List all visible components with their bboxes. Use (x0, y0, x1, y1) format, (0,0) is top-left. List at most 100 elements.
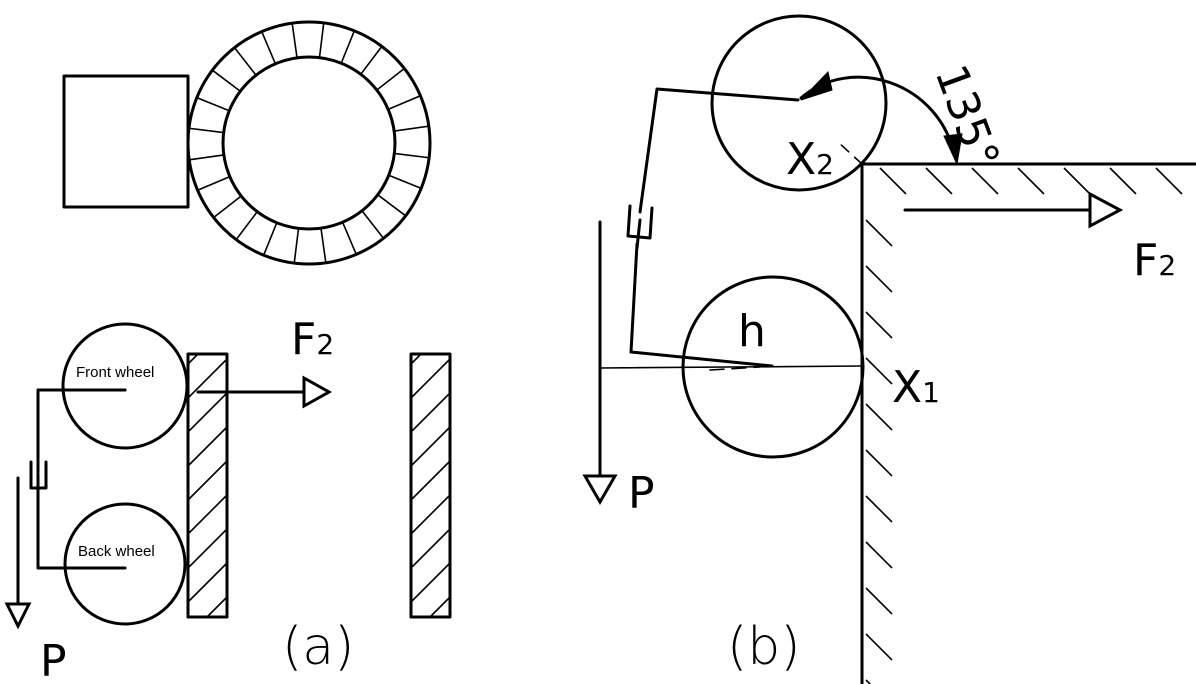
tread-segment (189, 154, 224, 161)
hatch-line (1109, 167, 1137, 195)
height-dash (709, 366, 761, 371)
angle-arrowhead-end (943, 133, 963, 166)
reference-line (599, 365, 863, 369)
hatch-line (865, 357, 893, 385)
tread-segment (188, 127, 224, 134)
tread-segment (318, 22, 325, 58)
load-arrowhead (4, 602, 32, 630)
hatch-line (865, 679, 872, 684)
height-label: h (738, 306, 766, 357)
tread-segment (376, 67, 405, 91)
x2-symbol: X (786, 134, 816, 185)
tread-segment (235, 211, 258, 241)
damper-symbol (29, 460, 48, 500)
load-arrowhead-b (582, 474, 618, 506)
wall-right (409, 352, 452, 619)
hatch-line (865, 311, 893, 339)
contact-line (837, 141, 863, 165)
tread-segment (387, 94, 421, 111)
x2-subscript: 2 (816, 148, 834, 181)
tread-segment (213, 195, 242, 219)
force-symbol: F (291, 314, 316, 365)
tread-segment (377, 194, 407, 217)
hatch-line (187, 358, 228, 399)
hatch-line (187, 426, 228, 467)
body-square (62, 74, 190, 209)
panel-a: Front wheel Back wheel F2 P (a) (4, 314, 452, 684)
force-f2-arrowhead (302, 375, 333, 409)
upper-wheel (710, 14, 888, 192)
tread-segment (260, 31, 277, 65)
hatch-line (410, 562, 451, 603)
hatch-line (865, 265, 893, 293)
force-f2-label-b: F2 (1133, 235, 1176, 286)
tyre-tread-segments (188, 22, 430, 264)
force-f2-arrowhead-b (1088, 191, 1124, 229)
hatch-line (971, 167, 999, 195)
hatch-line (410, 528, 451, 569)
angle-arrowhead-start (800, 70, 833, 101)
tread-segment (211, 69, 241, 92)
hatch-line (865, 587, 893, 615)
tread-segment (293, 228, 300, 264)
tread-segment (197, 175, 231, 192)
force-subscript: 2 (316, 328, 334, 361)
tread-segment (291, 23, 298, 58)
hatch-line (187, 460, 228, 501)
x1-subscript: 1 (922, 376, 940, 409)
front-wheel (61, 322, 189, 450)
back-wheel (63, 502, 187, 626)
step-hatching (865, 167, 1183, 684)
hatch-line (187, 528, 228, 569)
hatch-line (1063, 167, 1091, 195)
hatch-line (865, 541, 893, 569)
hatch-line (1155, 167, 1183, 195)
load-label-b: P (628, 468, 655, 519)
tread-segment (233, 47, 257, 76)
hatch-line (187, 353, 199, 365)
front-wheel-label: Front wheel (76, 364, 154, 381)
caption-b: (b) (727, 617, 801, 677)
panel-b: h X1 X2 135° F2 P (b) (582, 14, 1196, 684)
hatch-line (925, 167, 953, 195)
tread-segment (262, 222, 278, 256)
hatch-line (410, 460, 451, 501)
x1-symbol: X (892, 362, 922, 413)
hatch-line (410, 392, 451, 433)
top-view-assembly (62, 20, 432, 266)
tread-segment (320, 228, 327, 263)
wall-left-hatching (187, 353, 228, 618)
tread-segment (340, 30, 356, 64)
tread-segment (394, 125, 429, 132)
tread-segment (360, 45, 383, 75)
hatch-line (865, 633, 893, 661)
force-f2-label-a: F2 (291, 314, 334, 365)
wall-right-hatching (410, 353, 451, 618)
tread-segment (196, 96, 230, 112)
hatch-line (879, 167, 907, 195)
tyre-outer-ring (186, 20, 432, 266)
tread-segment (388, 174, 422, 190)
hatch-line (410, 358, 451, 399)
tread-segment (394, 152, 430, 159)
load-label-a: P (40, 636, 67, 684)
hatch-line (187, 562, 228, 603)
force-subscript-b: 2 (1158, 249, 1176, 282)
damper-symbol-b (626, 204, 654, 250)
contact-x1-label: X1 (892, 362, 940, 413)
frame-linkage-path (36, 388, 127, 570)
contact-x2-label: X2 (786, 134, 834, 185)
hatch-line (865, 403, 893, 431)
hatch-line (429, 596, 451, 618)
tread-segment (361, 210, 385, 239)
hatch-line (865, 219, 893, 247)
back-wheel-label: Back wheel (78, 543, 155, 560)
hatch-line (410, 353, 422, 365)
frame-linkage-b (629, 87, 800, 368)
tread-segment (341, 221, 358, 255)
hatch-line (865, 449, 893, 477)
hatch-line (865, 495, 893, 523)
hatch-line (206, 596, 228, 618)
hatch-line (187, 392, 228, 433)
